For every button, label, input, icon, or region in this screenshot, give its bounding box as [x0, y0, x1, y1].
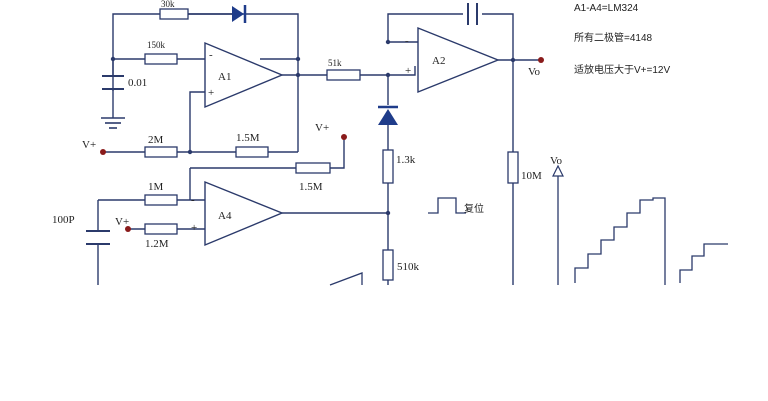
label-vo: Vo — [528, 66, 541, 78]
ground-symbol — [101, 117, 125, 129]
a4-plus-sign: + — [191, 222, 197, 234]
terminals — [100, 57, 544, 232]
opamp-a1 — [204, 41, 284, 109]
label-reset: 复位 — [464, 202, 484, 215]
resistor-1-2m — [144, 223, 178, 235]
label-vplus-a: V+ — [82, 139, 96, 151]
label-r-1-5m-b: 1.5M — [299, 181, 323, 193]
a1-minus-sign: - — [209, 49, 213, 61]
resistor-1m — [144, 194, 178, 206]
a1-plus-sign: + — [208, 87, 214, 99]
resistor-1-5m-b — [295, 162, 331, 174]
resistor-150k — [144, 53, 178, 65]
label-c-001: 0.01 — [128, 77, 147, 89]
capacitor-feedback — [467, 3, 478, 25]
a2-minus-sign: - — [405, 35, 409, 47]
resistor-2m — [144, 146, 178, 158]
junction-dots — [110, 39, 516, 216]
label-r-1-3k: 1.3k — [396, 154, 416, 166]
label-a2: A2 — [432, 55, 445, 67]
resistor-10m — [507, 151, 519, 184]
vplus-terminal-c — [341, 134, 347, 140]
resistor-510k — [382, 249, 394, 281]
a2-plus-sign: + — [405, 65, 411, 77]
opamp-a4 — [204, 180, 284, 247]
capacitor-001 — [102, 75, 124, 90]
a4-minus-sign: - — [191, 194, 195, 206]
label-r-1m: 1M — [148, 181, 164, 193]
label-r-2m: 2M — [148, 134, 164, 146]
note-line-3: 适放电压大于V+=12V — [574, 63, 670, 76]
label-vplus-b: V+ — [115, 216, 129, 228]
vo-axis — [552, 164, 564, 285]
opamp-a2 — [417, 26, 500, 94]
staircase-waveform — [574, 197, 666, 285]
label-a4: A4 — [218, 210, 232, 222]
vo-terminal — [538, 57, 544, 63]
label-r-510k: 510k — [397, 261, 420, 273]
resistor-30k — [159, 8, 189, 20]
resistor-51k — [326, 69, 361, 81]
label-r-1-5m-a: 1.5M — [236, 132, 260, 144]
label-r-51k: 51k — [328, 58, 342, 68]
label-vo-axis: Vo — [550, 155, 563, 167]
capacitor-100p — [86, 230, 110, 245]
label-vplus-c: V+ — [315, 122, 329, 134]
diode-top — [188, 5, 247, 23]
label-r-10m: 10M — [521, 170, 542, 182]
staircase-waveform-2 — [679, 243, 728, 283]
label-r-30k: 30k — [161, 0, 175, 9]
vplus-terminal-a — [100, 149, 106, 155]
note-line-2: 所有二极管=4148 — [574, 31, 653, 44]
label-r-150k: 150k — [147, 40, 166, 50]
reset-pulse-icon — [428, 197, 466, 214]
resistor-1-3k — [382, 149, 394, 184]
vplus-terminal-b — [125, 226, 131, 232]
diode-vertical — [378, 105, 398, 125]
note-line-1: A1-A4=LM324 — [574, 3, 639, 14]
resistor-1-5m-a — [235, 146, 269, 158]
label-c-100p: 100P — [52, 214, 75, 226]
label-r-1-2m: 1.2M — [145, 238, 169, 250]
label-a1: A1 — [218, 71, 231, 83]
ramp-fragment — [329, 272, 363, 286]
